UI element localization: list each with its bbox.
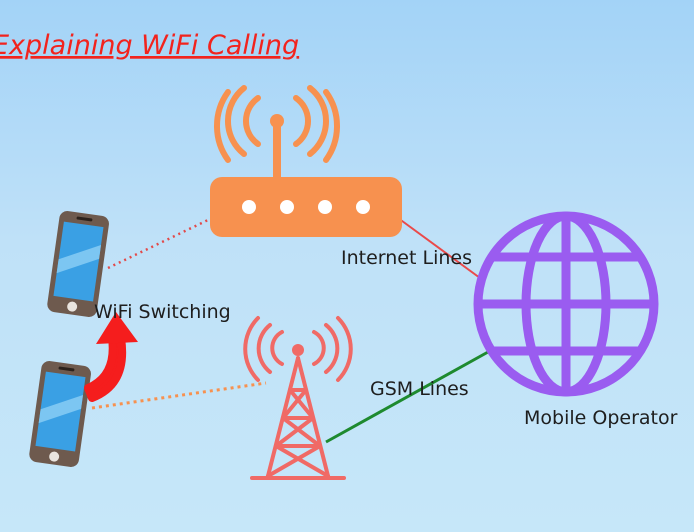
cell-tower-icon [243,316,353,480]
wifi-router-icon [210,85,402,237]
wifi-switching-label: WiFi Switching [94,301,231,323]
page-title: Explaining WiFi Calling [0,30,299,61]
curved-arrow-icon [84,312,138,402]
internet-lines-label: Internet Lines [341,247,472,269]
internet-line [397,217,481,279]
mobile-operator-label: Mobile Operator [524,407,678,429]
smartphone-icon-bottom [29,361,91,467]
smartphone-icon-top [47,211,109,317]
gsm-line [325,350,489,444]
tower-phone-link-line [91,381,267,410]
router-phone-wifi-line [107,218,209,270]
gsm-lines-label: GSM Lines [370,378,469,400]
globe-icon [473,211,659,397]
